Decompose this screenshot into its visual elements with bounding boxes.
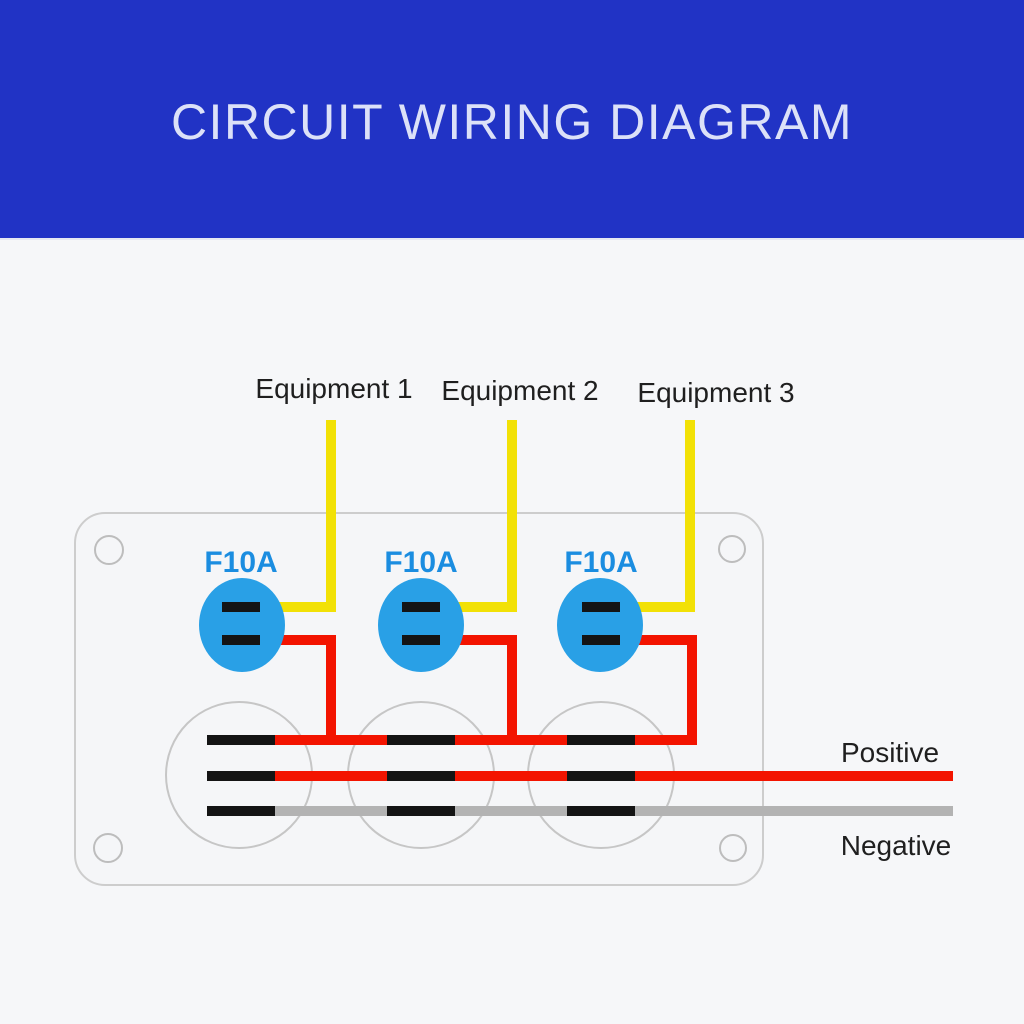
switch2-load-terminal: [387, 735, 455, 745]
switch3-load-terminal: [567, 735, 635, 745]
negative-label: Negative: [841, 830, 952, 861]
switch3-negative-terminal: [567, 806, 635, 816]
switch1-load-terminal: [207, 735, 275, 745]
fuse3-bottom-terminal: [582, 635, 620, 645]
fuse-body-2: [378, 578, 464, 672]
equipment-wire-3: [617, 420, 695, 612]
fuse-label-3: F10A: [564, 546, 637, 579]
equipment-labels: Equipment 1 Equipment 2 Equipment 3: [255, 373, 794, 408]
switch3-positive-terminal: [567, 771, 635, 781]
positive-label: Positive: [841, 737, 939, 768]
fuse-body-1: [199, 578, 285, 672]
equipment-label-1: Equipment 1: [255, 373, 412, 404]
terminals: [207, 602, 635, 816]
fuse3-to-switch-wire: [617, 635, 697, 745]
fuse-body-3: [557, 578, 643, 672]
switch2-positive-terminal: [387, 771, 455, 781]
equipment-wire-2: [437, 420, 517, 612]
mounting-hole-bottom-left: [93, 833, 123, 863]
equipment-label-2: Equipment 2: [441, 375, 598, 406]
fuse-label-2: F10A: [384, 546, 457, 579]
mounting-hole-top-left: [94, 535, 124, 565]
fuse1-bottom-terminal: [222, 635, 260, 645]
fuse-labels: F10A F10A F10A: [204, 546, 637, 579]
switch1-positive-terminal: [207, 771, 275, 781]
fuse-label-1: F10A: [204, 546, 277, 579]
mounting-hole-bottom-right: [719, 834, 747, 862]
switch2-negative-terminal: [387, 806, 455, 816]
fuse3-top-terminal: [582, 602, 620, 612]
fuse1-top-terminal: [222, 602, 260, 612]
mounting-hole-top-right: [718, 535, 746, 563]
fuse2-bottom-terminal: [402, 635, 440, 645]
fuse2-to-switch-wire: [437, 635, 517, 745]
fuse-holders: [199, 578, 643, 672]
title-banner: CIRCUIT WIRING DIAGRAM: [0, 0, 1024, 240]
switch1-negative-terminal: [207, 806, 275, 816]
page-title: CIRCUIT WIRING DIAGRAM: [170, 94, 854, 150]
fuse2-top-terminal: [402, 602, 440, 612]
equipment-label-3: Equipment 3: [637, 377, 794, 408]
